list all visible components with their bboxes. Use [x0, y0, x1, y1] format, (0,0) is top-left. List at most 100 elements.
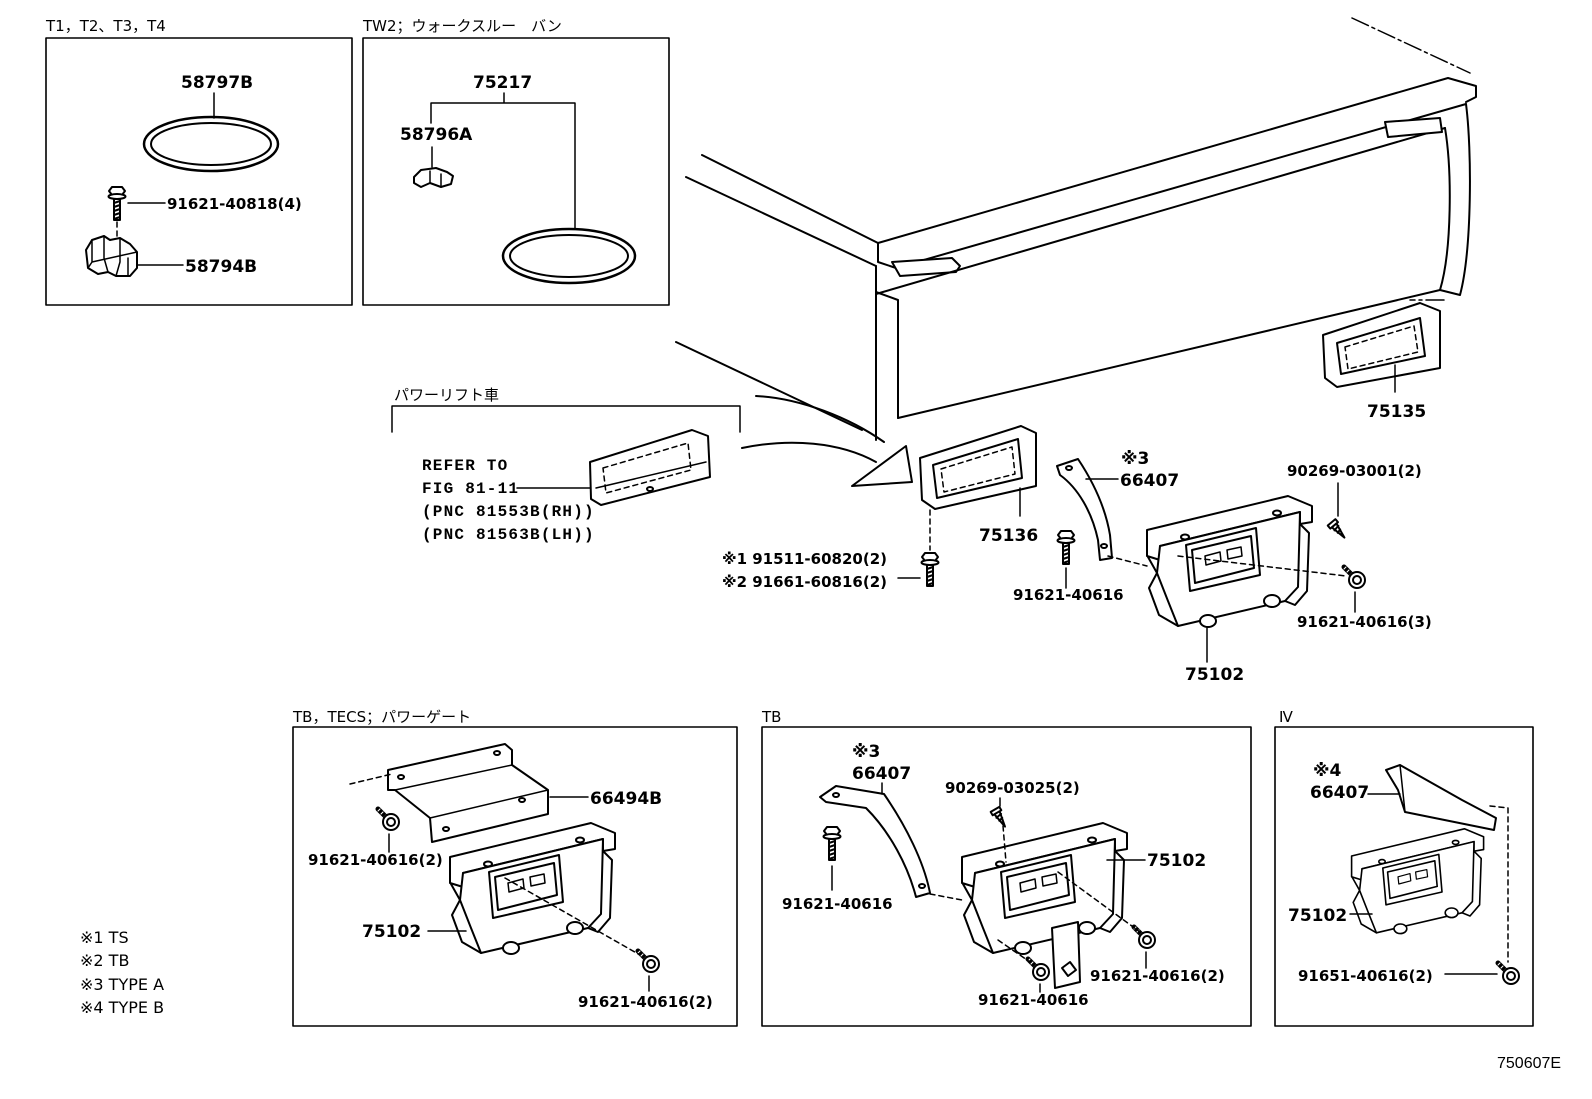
tapping-screw-drawing — [989, 805, 1011, 831]
main-lamps — [919, 302, 1441, 510]
clip-drawing — [413, 167, 454, 188]
bracket-bolt-lower-callout: 91621-40616 — [978, 991, 1089, 1009]
legend-item: ※4 TYPE B — [80, 998, 164, 1017]
inset-tb-tecs: TB，TECS；パワーゲート 66494B 91621-40616(2) 751… — [292, 708, 738, 1027]
inset-header: T1，T2、T3，T4 — [45, 17, 166, 35]
note-mark: ※3 — [1121, 449, 1149, 469]
legend-item: ※2 TB — [80, 951, 129, 970]
inset-tw2: TW2；ウォークスルー バン 75217 58796A — [362, 17, 670, 306]
inset-header: Ⅳ — [1279, 708, 1293, 726]
main-leader-lines — [897, 364, 1396, 663]
section-bracket-line — [391, 405, 741, 433]
leader-lines — [430, 92, 576, 230]
lamp-bracket-callout: 75102 — [1185, 665, 1244, 685]
strap-bolt-drawing — [1056, 530, 1076, 565]
inset-iv: Ⅳ ※4 66407 75102 91651-40616(2) — [1274, 708, 1534, 1027]
pnc-rh-reference: (PNC 81553B(RH)) — [422, 503, 595, 521]
inset-t-grades: T1，T2、T3，T4 58797B 91621-40818(4) 58794B — [45, 17, 353, 306]
lamp-fastener-drawing — [920, 552, 940, 587]
fastener-ts-callout: ※1 91511-60820(2) — [722, 550, 887, 568]
inset-header: TB — [761, 708, 781, 726]
leader-lines — [127, 92, 215, 266]
power-lift-header: パワーリフト車 — [394, 386, 499, 404]
tapping-screw-callout: 90269-03025(2) — [945, 779, 1080, 797]
figure-reference: FIG 81-11 — [422, 480, 519, 498]
lamp-bracket-drawing — [1350, 827, 1485, 935]
strap-bolt-callout: 91621-40616 — [1013, 586, 1124, 604]
pnc-lh-reference: (PNC 81563B(LH)) — [422, 526, 595, 544]
note-mark: ※3 — [852, 742, 880, 762]
bracket-bolt-right-callout: 91621-40616(2) — [1090, 967, 1225, 985]
bracket-tab-drawing — [1051, 921, 1081, 989]
tapping-screw-drawing — [1326, 518, 1350, 542]
strap-bracket-drawing — [819, 785, 931, 898]
legend: ※1 TS ※2 TB ※3 TYPE A ※4 TYPE B — [80, 928, 164, 1017]
assembly-dashed-lines — [349, 773, 641, 956]
fastener-tb-callout: ※2 91661-60816(2) — [722, 573, 887, 591]
strap-bracket-callout: 66407 — [1120, 471, 1179, 491]
cover-plate-drawing — [387, 743, 549, 843]
bracket-bolt-drawing — [638, 951, 659, 972]
right-lamp-callout: 75135 — [1367, 402, 1426, 422]
left-lamp-callout: 75136 — [979, 526, 1038, 546]
clip-callout: 58794B — [185, 257, 257, 277]
figure-code: 750607E — [1497, 1055, 1561, 1072]
inset-tb: TB ※3 66407 90269-03025(2) 75102 91621-4… — [761, 708, 1252, 1027]
lamp-bracket-drawing — [961, 822, 1128, 955]
bracket-bolt-callout: 91651-40616(2) — [1298, 967, 1433, 985]
left-license-lamp-drawing — [919, 425, 1037, 510]
inset-frame — [292, 726, 738, 1027]
legend-item: ※3 TYPE A — [80, 975, 164, 994]
cover-bolt-callout: 91621-40616(2) — [308, 851, 443, 869]
assembly-dashed-lines — [929, 825, 1141, 963]
cover-plate-callout: 66494B — [590, 789, 662, 809]
leader-lines — [388, 796, 650, 992]
lamp-bracket-callout: 75102 — [362, 922, 421, 942]
flange-bolt-drawing — [107, 186, 127, 221]
gasket-ring-drawing — [142, 115, 280, 173]
strap-bolt-callout: 91621-40616 — [782, 895, 893, 913]
location-arrow — [741, 441, 913, 487]
inset-header: TW2；ウォークスルー バン — [362, 17, 562, 35]
lamp-bracket-drawing — [449, 822, 616, 955]
clip-callout: 58796A — [400, 125, 473, 145]
inset-frame — [761, 726, 1252, 1027]
main-callouts: 75135 75136 ※3 66407 90269-03001(2) ※1 9… — [722, 402, 1432, 685]
assembly-dashed-lines — [1489, 805, 1509, 963]
tapping-screw-callout: 90269-03001(2) — [1287, 462, 1422, 480]
note-mark: ※4 — [1313, 761, 1342, 781]
bracket-bolt-right-drawing — [1134, 927, 1155, 948]
bracket-bolt-callout: 91621-40616(3) — [1297, 613, 1432, 631]
refer-text: REFER TO — [422, 457, 508, 475]
bolt-callout: 91621-40818(4) — [167, 195, 302, 213]
lamp-bracket-callout: 75102 — [1147, 851, 1206, 871]
power-lift-lamp-drawing — [589, 429, 711, 506]
strap-bolt-drawing — [822, 826, 842, 861]
right-license-lamp-drawing — [1322, 302, 1441, 388]
truck-bed-drawing — [675, 17, 1477, 443]
leader-lines — [1349, 793, 1498, 975]
clip-drawing — [85, 235, 138, 277]
bracket-bolt-drawing — [1344, 567, 1365, 588]
triangle-bracket-callout: 66407 — [1310, 783, 1369, 803]
bracket-bolt-drawing — [1498, 963, 1519, 984]
gasket-ring-drawing — [501, 227, 637, 285]
inset-frame — [1274, 726, 1534, 1027]
strap-bracket-drawing — [1056, 458, 1113, 561]
gasket-ring-callout: 58797B — [181, 73, 253, 93]
legend-item: ※1 TS — [80, 928, 129, 947]
inset-frame — [362, 37, 670, 306]
strap-bracket-callout: 66407 — [852, 764, 911, 784]
bracket-bolt-lower-drawing — [1028, 959, 1049, 980]
power-lift-reference: パワーリフト車 REFER TO FIG 81-11 (PNC 81553B(R… — [391, 386, 741, 544]
cover-bolt-drawing — [378, 809, 399, 830]
lamp-bracket-callout: 75102 — [1288, 906, 1347, 926]
inset-frame — [45, 37, 353, 306]
triangle-bracket-drawing — [1385, 764, 1497, 831]
lamp-bracket-drawing — [1146, 495, 1313, 628]
set-callout: 75217 — [473, 73, 532, 93]
bracket-bolt-callout: 91621-40616(2) — [578, 993, 713, 1011]
leader-lines — [831, 782, 1147, 993]
inset-header: TB，TECS；パワーゲート — [292, 708, 471, 726]
